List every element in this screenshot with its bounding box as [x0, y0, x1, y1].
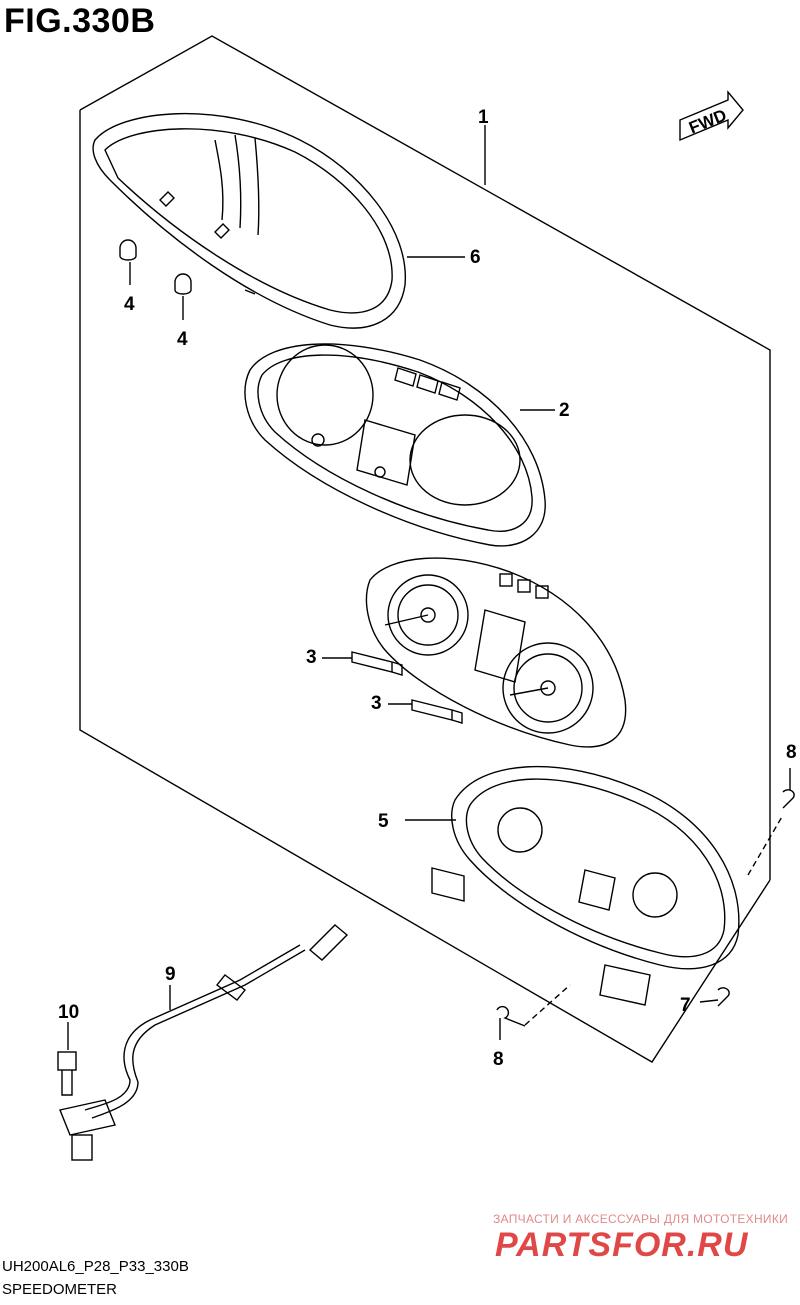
figure-name: SPEEDOMETER	[2, 1281, 118, 1298]
part-7-screw	[717, 987, 730, 1007]
part-2-bezel	[244, 343, 546, 547]
part-9-speed-sensor	[59, 924, 349, 1161]
callout-4b: 4	[177, 329, 188, 350]
assembly-boundary	[79, 35, 771, 880]
watermark-logo: PARTSFOR.RU	[495, 1226, 749, 1264]
callout-3b: 3	[371, 693, 382, 714]
part-8-screw-a	[782, 789, 795, 809]
figure-code: UH200AL6_P28_P33_330B	[2, 1258, 189, 1275]
callout-3a: 3	[306, 647, 317, 668]
part-5-case	[431, 765, 740, 1006]
part-8-screw-b	[496, 1005, 526, 1027]
part-4-grommet-b	[174, 273, 192, 295]
callout-5: 5	[378, 811, 389, 832]
part-6-cover	[92, 112, 406, 329]
callout-6: 6	[470, 247, 481, 268]
callout-4a: 4	[124, 294, 135, 315]
part-4-grommet-a	[119, 239, 137, 261]
part-10-bolt	[57, 1051, 77, 1096]
callout-8a: 8	[786, 742, 797, 763]
part-3-bulb-a	[351, 651, 403, 676]
part-3-bulb-b	[411, 699, 463, 724]
gauge-face-panel	[365, 557, 627, 748]
callout-7: 7	[680, 995, 691, 1016]
callout-1: 1	[478, 107, 489, 128]
callout-8b: 8	[493, 1049, 504, 1070]
figure-title: FIG.330B	[4, 2, 156, 40]
fwd-arrow-label: FWD	[686, 106, 729, 138]
fwd-direction-arrow	[679, 90, 744, 142]
callout-10: 10	[58, 1002, 80, 1023]
callout-9: 9	[165, 964, 176, 985]
watermark-tagline: ЗАПЧАСТИ И АКСЕССУАРЫ ДЛЯ МОТОТЕХНИКИ	[493, 1212, 789, 1226]
callout-2: 2	[559, 400, 570, 421]
